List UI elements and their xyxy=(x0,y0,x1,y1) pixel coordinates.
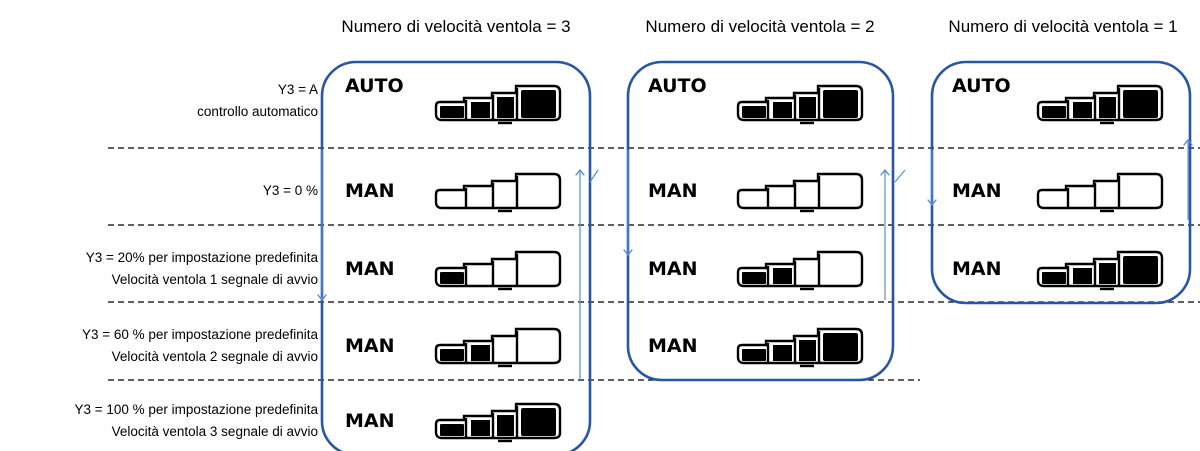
column-heading: Numero di velocità ventola = 1 xyxy=(948,17,1177,36)
row-label: Y3 = 20% per impostazione predefinita xyxy=(86,250,319,265)
row-label: Y3 = 0 % xyxy=(263,183,318,198)
mode-label-man: MAN xyxy=(345,410,395,432)
mode-label-auto: AUTO xyxy=(648,75,707,97)
row-label: Y3 = 100 % per impostazione predefinita xyxy=(74,402,318,417)
fan-speed-bar-icon xyxy=(736,172,864,213)
connector-line xyxy=(894,169,906,183)
fan-speed-bar-icon xyxy=(736,327,864,368)
row-label: Y3 = A xyxy=(278,82,318,97)
mode-label-man: MAN xyxy=(345,258,395,280)
mode-label-auto: AUTO xyxy=(345,75,404,97)
mode-label-man: MAN xyxy=(648,335,698,357)
fan-speed-bar-icon xyxy=(1036,84,1164,125)
fan-speed-bar-icon xyxy=(1036,250,1164,291)
row-label: controllo automatico xyxy=(197,104,318,119)
row-label: Velocità ventola 1 segnale di avvio xyxy=(112,272,318,287)
mode-label-auto: AUTO xyxy=(952,75,1011,97)
fan-speed-bar-icon xyxy=(736,84,864,125)
row-label: Y3 = 60 % per impostazione predefinita xyxy=(82,327,319,342)
fan-speed-bar-icon xyxy=(434,327,562,368)
fan-speed-bar-icon xyxy=(434,84,562,125)
fan-speed-bar-icon xyxy=(736,250,864,291)
fan-speed-bar-icon xyxy=(434,250,562,291)
mode-label-man: MAN xyxy=(345,180,395,202)
mode-label-man: MAN xyxy=(952,258,1002,280)
mode-label-man: MAN xyxy=(345,335,395,357)
mode-label-man: MAN xyxy=(648,180,698,202)
column-heading: Numero di velocità ventola = 3 xyxy=(341,17,570,36)
row-label: Velocità ventola 2 segnale di avvio xyxy=(112,349,318,364)
fan-speed-bar-icon xyxy=(434,402,562,443)
fan-speed-bar-icon xyxy=(434,172,562,213)
fan-speed-bar-icon xyxy=(1036,172,1164,213)
row-label: Velocità ventola 3 segnale di avvio xyxy=(112,424,318,439)
column-heading: Numero di velocità ventola = 2 xyxy=(645,17,874,36)
connector-line xyxy=(589,169,599,183)
mode-label-man: MAN xyxy=(952,180,1002,202)
mode-label-man: MAN xyxy=(648,258,698,280)
